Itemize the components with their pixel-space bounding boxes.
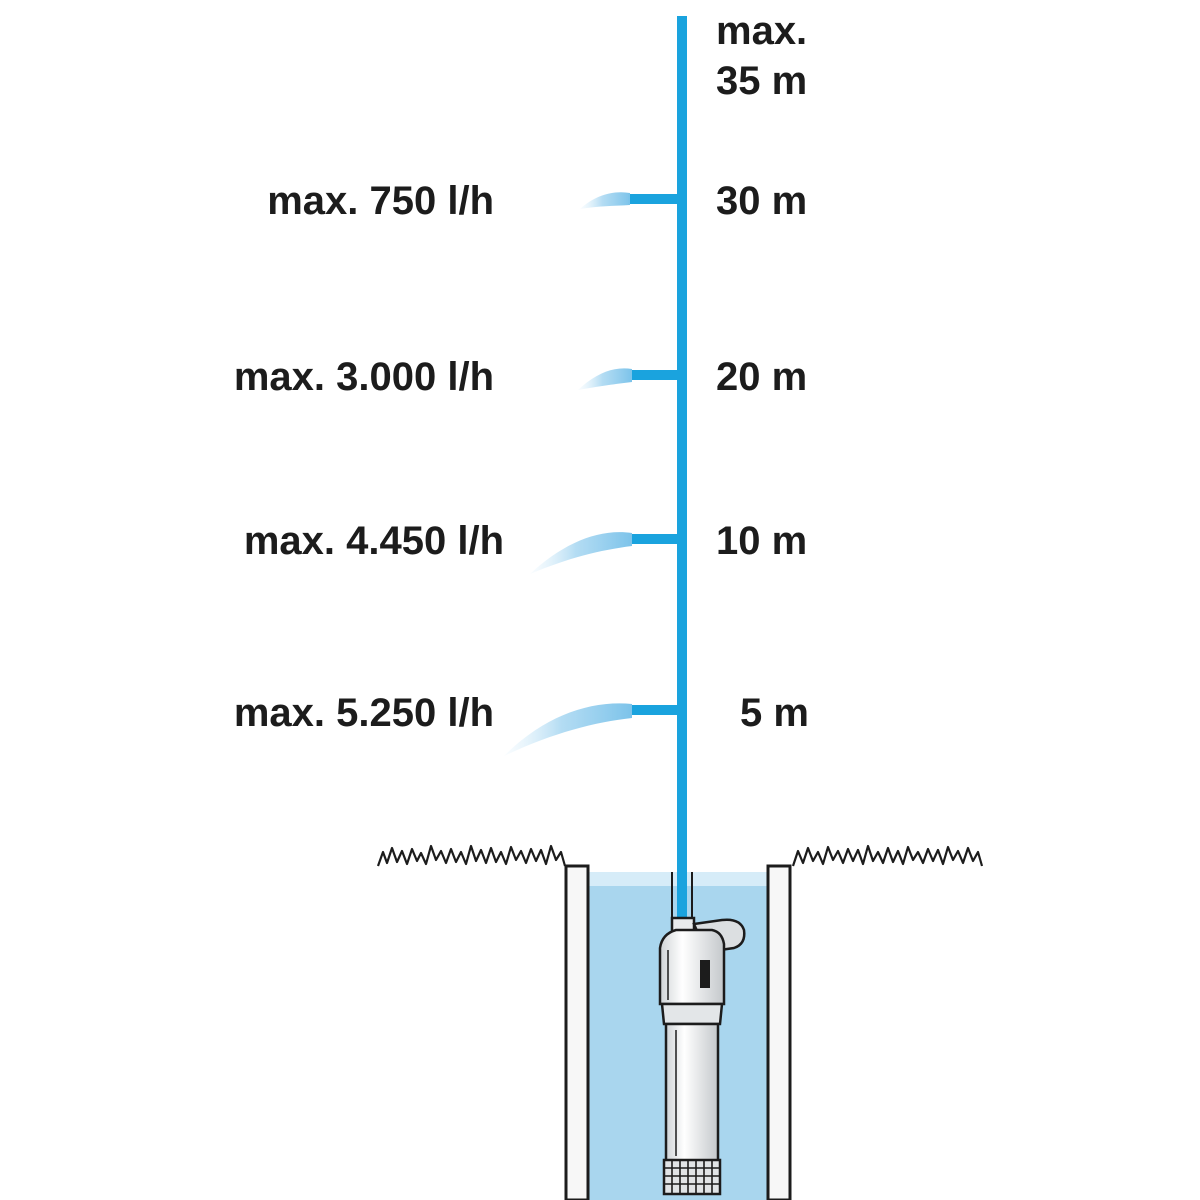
flow-label-5m: max. 5.250 l/h bbox=[234, 691, 494, 735]
well-wall-left bbox=[564, 864, 590, 1200]
water-outlet-5m bbox=[504, 703, 680, 756]
water-jet bbox=[580, 192, 630, 209]
flow-label-30m: max. 750 l/h bbox=[267, 179, 494, 223]
max-height-label-line2: 35 m bbox=[716, 59, 807, 103]
outlet-branch bbox=[628, 194, 680, 204]
max-height-label-line1: max. bbox=[716, 9, 807, 53]
water-jet bbox=[530, 532, 632, 574]
height-label-5m: 5 m bbox=[740, 691, 809, 735]
riser-pipe bbox=[671, 16, 693, 936]
grass-icon bbox=[376, 844, 984, 867]
riser-pipe-tube bbox=[677, 16, 687, 936]
height-label-20m: 20 m bbox=[716, 355, 807, 399]
flow-label-10m: max. 4.450 l/h bbox=[244, 519, 504, 563]
water-jet bbox=[504, 703, 632, 756]
water-jet bbox=[578, 368, 632, 390]
well-wall-right bbox=[766, 864, 792, 1200]
outlet-branch bbox=[630, 370, 680, 380]
flow-label-20m: max. 3.000 l/h bbox=[234, 355, 494, 399]
water-outlet-10m bbox=[530, 532, 680, 574]
water-outlet-30m bbox=[580, 192, 680, 209]
outlet-branch bbox=[630, 705, 680, 715]
height-label-30m: 30 m bbox=[716, 179, 807, 223]
outlet-branch bbox=[630, 534, 680, 544]
submersible-pump-icon bbox=[658, 916, 746, 1196]
water-outlet-20m bbox=[578, 368, 680, 390]
height-label-10m: 10 m bbox=[716, 519, 807, 563]
